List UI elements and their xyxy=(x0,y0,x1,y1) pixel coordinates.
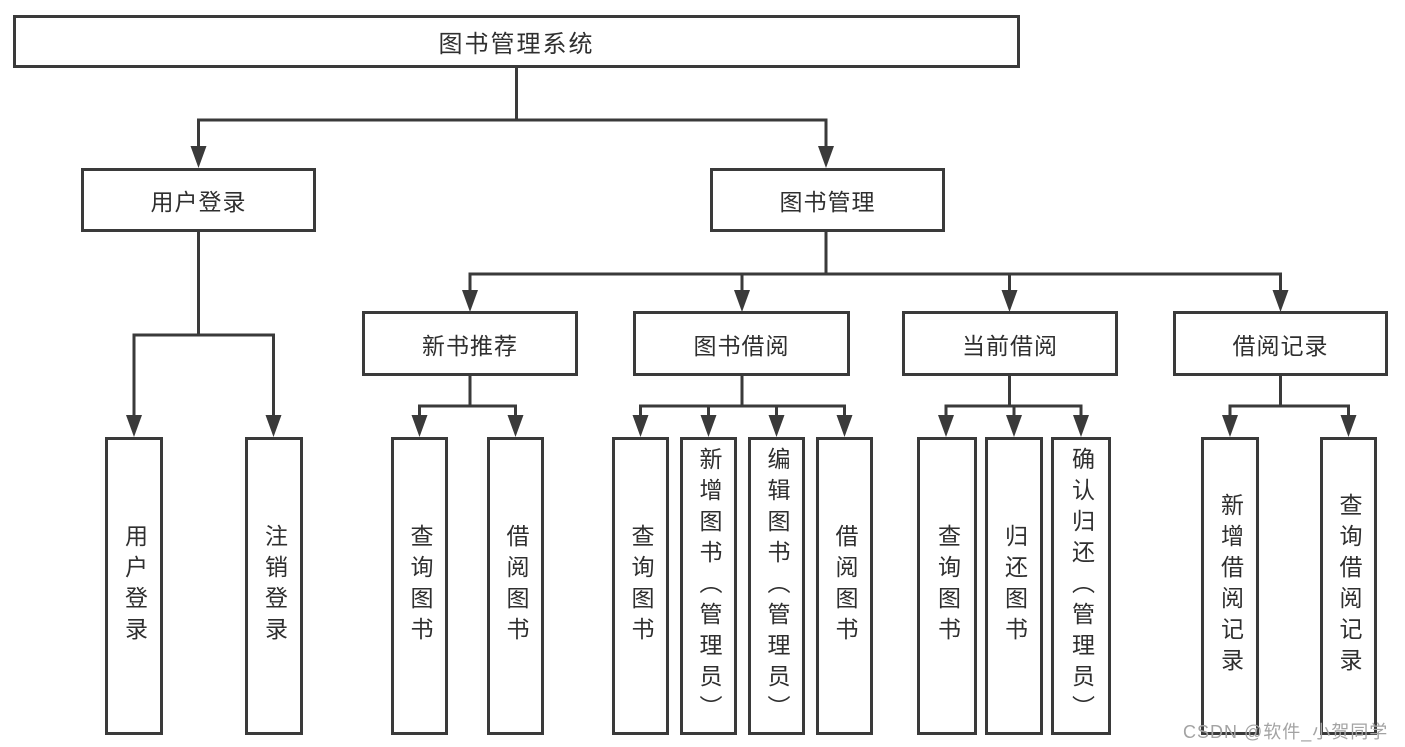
node-label: 查询借阅记录 xyxy=(1336,493,1362,679)
node-label: 查询图书 xyxy=(934,524,961,648)
node-label: 图书管理系统 xyxy=(438,31,595,58)
node-borrow-records: 借阅记录 xyxy=(1173,311,1388,376)
leaf-user-login: 用户登录 xyxy=(105,437,163,735)
node-label: 查询图书 xyxy=(628,524,654,648)
leaf-add-borrow-record: 新增借阅记录 xyxy=(1201,437,1259,735)
node-label: 图书借阅 xyxy=(693,332,790,359)
arrow-down-icon xyxy=(1272,290,1289,312)
node-label: 查询图书 xyxy=(407,524,433,648)
node-label: 当前借阅 xyxy=(962,332,1058,359)
node-current-borrowing: 当前借阅 xyxy=(902,311,1118,376)
arrow-down-icon xyxy=(265,415,282,437)
node-book-management: 图书管理 xyxy=(710,168,945,232)
arrow-down-icon xyxy=(818,146,834,168)
node-new-book-recommend: 新书推荐 xyxy=(362,311,578,376)
arrow-down-icon xyxy=(768,415,785,437)
arrow-down-icon xyxy=(1340,415,1357,437)
node-label: 注销登录 xyxy=(261,524,288,648)
node-user-login: 用户登录 xyxy=(81,168,316,232)
arrow-down-icon xyxy=(462,290,478,312)
leaf-return-books: 归还图书 xyxy=(985,437,1043,735)
arrow-down-icon xyxy=(938,415,954,437)
node-label: 借阅记录 xyxy=(1232,332,1329,359)
node-label: 新增图书（管理员） xyxy=(696,446,722,726)
arrow-down-icon xyxy=(632,415,649,437)
arrow-down-icon xyxy=(1001,290,1018,312)
leaf-edit-books-admin: 编辑图书（管理员） xyxy=(748,437,805,735)
arrow-down-icon xyxy=(411,415,428,437)
arrow-down-icon xyxy=(734,290,750,312)
leaf-add-books-admin: 新增图书（管理员） xyxy=(680,437,737,735)
leaf-logout: 注销登录 xyxy=(245,437,303,735)
node-label: 用户登录 xyxy=(150,189,247,215)
node-book-borrowing: 图书借阅 xyxy=(633,311,850,376)
node-label: 新书推荐 xyxy=(422,332,518,359)
node-library-management-system: 图书管理系统 xyxy=(13,15,1020,68)
arrow-down-icon xyxy=(1222,415,1238,437)
arrow-down-icon xyxy=(507,415,524,437)
leaf-confirm-return-admin: 确认归还（管理员） xyxy=(1051,437,1111,735)
node-label: 新增借阅记录 xyxy=(1217,493,1244,679)
arrow-down-icon xyxy=(1073,415,1089,437)
leaf-query-borrow-record: 查询借阅记录 xyxy=(1320,437,1377,735)
node-label: 借阅图书 xyxy=(503,524,529,648)
arrow-down-icon xyxy=(1006,415,1022,437)
node-label: 归还图书 xyxy=(1001,524,1028,648)
node-label: 编辑图书（管理员） xyxy=(764,446,790,726)
leaf-query-books-borrowing: 查询图书 xyxy=(612,437,669,735)
node-label: 图书管理 xyxy=(779,189,876,215)
arrow-down-icon xyxy=(836,415,853,437)
leaf-query-books-recommend: 查询图书 xyxy=(391,437,448,735)
csdn-watermark: CSDN @软件_小贺同学 xyxy=(1183,722,1389,742)
leaf-borrow-books: 借阅图书 xyxy=(816,437,873,735)
leaf-borrow-books-recommend: 借阅图书 xyxy=(487,437,544,735)
node-label: 确认归还（管理员） xyxy=(1068,446,1095,726)
arrow-down-icon xyxy=(700,415,717,437)
arrow-down-icon xyxy=(126,415,142,437)
arrow-down-icon xyxy=(190,146,207,168)
node-label: 借阅图书 xyxy=(832,524,858,648)
node-label: 用户登录 xyxy=(121,524,148,648)
leaf-query-books-current: 查询图书 xyxy=(917,437,977,735)
